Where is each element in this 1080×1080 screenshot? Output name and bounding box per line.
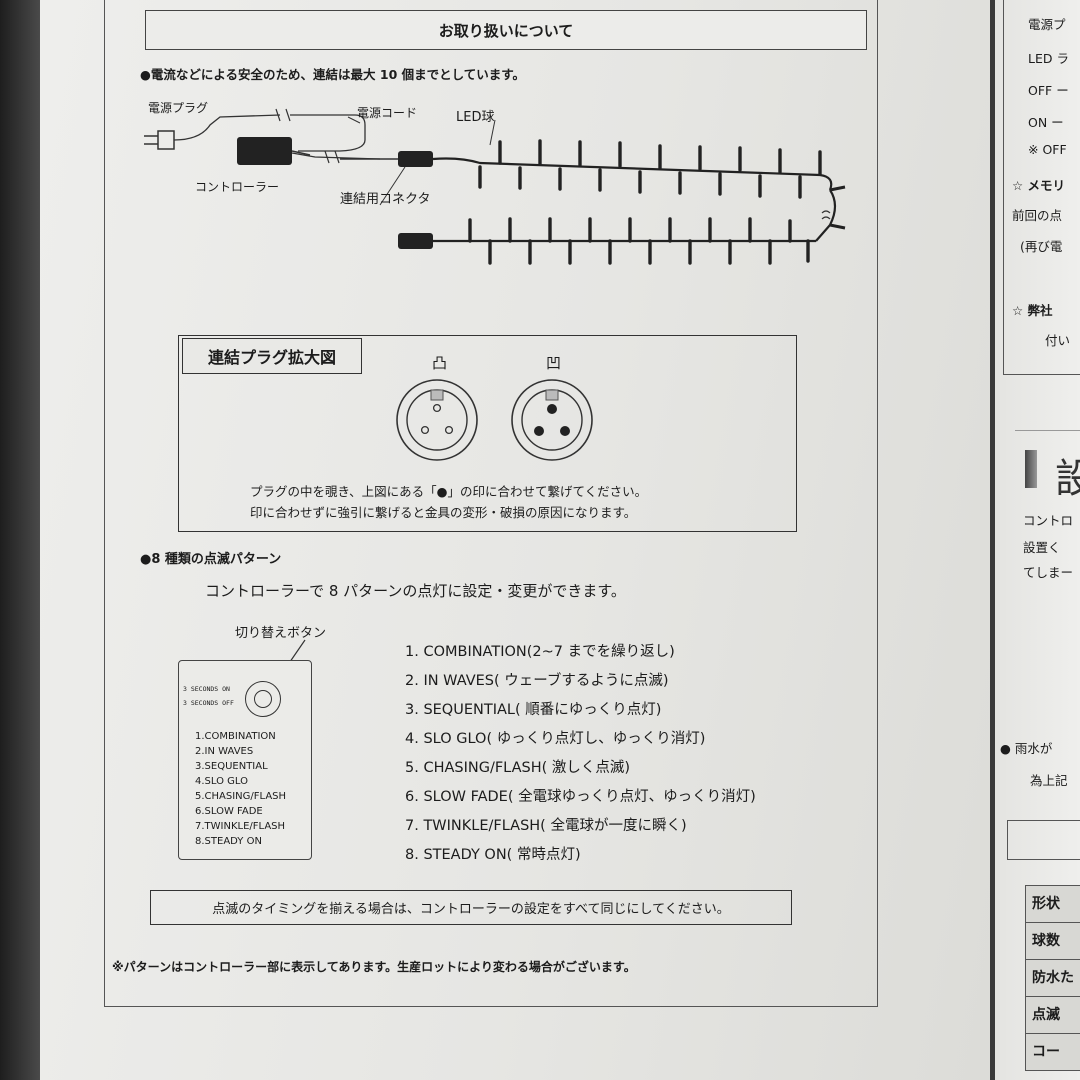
string-light-diagram <box>144 108 846 265</box>
three-seconds-off-label: 3 SECONDS OFF <box>183 699 234 707</box>
controller-mode-item: 1.COMBINATION <box>195 731 276 742</box>
spec-cell: 形状 <box>1025 885 1080 923</box>
adjacent-page-frame <box>1003 0 1080 375</box>
three-seconds-on-label: 3 SECONDS ON <box>183 685 230 693</box>
switch-button-inner-icon <box>254 690 272 708</box>
plug-connectors-diagram <box>396 379 593 461</box>
pattern-item: 8. STEADY ON( 常時点灯) <box>405 847 581 863</box>
controller-label: コントローラー <box>195 180 280 194</box>
power-plug-icon <box>157 130 175 150</box>
pattern-item: 6. SLOW FADE( 全電球ゆっくり点灯、ゆっくり消灯) <box>405 789 756 805</box>
switch-button-label: 切り替えボタン <box>235 626 327 641</box>
pattern-item: 4. SLO GLO( ゆっくり点灯し、ゆっくり消灯) <box>405 731 706 747</box>
adjacent-heading-bar <box>1025 450 1037 488</box>
controller-mode-item: 6.SLOW FADE <box>195 806 263 817</box>
binder-edge <box>0 0 40 1080</box>
page-border <box>104 0 878 1007</box>
connection-note: ●電流などによる安全のため、連結は最大 10 個までとしています。 <box>140 67 526 82</box>
female-symbol: 凹 <box>546 354 562 372</box>
adjacent-memo-line: (再び電 <box>1020 239 1063 254</box>
led-bulb-label: LED球 <box>456 110 495 125</box>
female-plug-icon <box>511 379 593 461</box>
adjacent-memo-line: 前回の点 <box>1012 208 1063 223</box>
controller-mode-item: 5.CHASING/FLASH <box>195 791 287 802</box>
controller-mode-list: 1.COMBINATION 2.IN WAVES 3.SEQUENTIAL 4.… <box>195 729 286 849</box>
controller-panel: 3 SECONDS ON 3 SECONDS OFF 1.COMBINATION… <box>178 660 312 860</box>
patterns-heading: ●8 種類の点滅パターン <box>140 552 282 567</box>
male-plug-icon <box>396 379 478 461</box>
adjacent-divider <box>1015 430 1080 431</box>
power-cord-label: 電源コード <box>357 106 418 120</box>
controller-mode-item: 3.SEQUENTIAL <box>195 761 268 772</box>
pattern-item: 7. TWINKLE/FLASH( 全電球が一度に瞬く) <box>405 818 687 834</box>
controller-mode-item: 7.TWINKLE/FLASH <box>195 821 286 832</box>
footnote: ※パターンはコントローラー部に表示してあります。生産ロットにより変わる場合がござ… <box>112 960 636 974</box>
adjacent-page: 電源プ LED ラ OFF ー ON ー ※ OFF ☆ メモリ 前回の点 (再… <box>995 0 1080 1080</box>
patterns-intro: コントローラーで 8 パターンの点灯に設定・変更ができます。 <box>205 582 626 600</box>
pattern-item: 2. IN WAVES( ウェーブするように点滅) <box>405 673 669 689</box>
pattern-item: 3. SEQUENTIAL( 順番にゆっくり点灯) <box>405 702 662 718</box>
adjacent-body: 設置く <box>1023 540 1061 555</box>
plug-zoom-box <box>178 335 797 532</box>
spec-cell: 球数 <box>1025 923 1080 960</box>
pattern-item: 1. COMBINATION(2~7 までを繰り返し) <box>405 644 675 660</box>
controller-mode-item: 4.SLO GLO <box>195 776 248 787</box>
controller-mode-item: 2.IN WAVES <box>195 746 254 757</box>
spec-cell: 点滅 <box>1025 997 1080 1034</box>
spec-cell: コー <box>1025 1034 1080 1071</box>
adjacent-rain-line: 為上記 <box>1030 773 1068 788</box>
timing-note: 点滅のタイミングを揃える場合は、コントローラーの設定をすべて同じにしてください。 <box>150 890 792 925</box>
pattern-item: 5. CHASING/FLASH( 激しく点滅) <box>405 760 631 776</box>
adjacent-line: ON ー <box>1028 115 1064 130</box>
connector-icon <box>398 151 433 167</box>
adjacent-company-line: 付い <box>1045 333 1071 348</box>
controller-mode-item: 8.STEADY ON <box>195 836 262 847</box>
adjacent-box <box>1007 820 1080 860</box>
adjacent-memo: ☆ メモリ <box>1012 178 1066 193</box>
pattern-list: 1. COMBINATION(2~7 までを繰り返し) 2. IN WAVES(… <box>405 638 756 870</box>
adjacent-line: ※ OFF <box>1028 142 1067 157</box>
controller-icon <box>237 137 292 165</box>
spec-cell: 防水た <box>1025 960 1080 997</box>
manual-page <box>40 0 990 1080</box>
adjacent-line: 電源プ <box>1028 17 1066 32</box>
male-symbol: 凸 <box>432 354 448 372</box>
adjacent-spec-table: 形状 球数 防水た 点滅 コー <box>1025 885 1080 1071</box>
adjacent-line: LED ラ <box>1028 51 1069 66</box>
adjacent-line: OFF ー <box>1028 83 1069 98</box>
page-title: お取り扱いについて <box>145 10 867 50</box>
adjacent-rain-note: ● 雨水が <box>1000 741 1053 756</box>
connector-label: 連結用コネクタ <box>340 192 431 207</box>
plug-note-line2: 印に合わせずに強引に繋げると金具の変形・破損の原因になります。 <box>250 505 637 520</box>
plug-note-line1: プラグの中を覗き、上図にある「●」の印に合わせて繋げてください。 <box>250 484 648 499</box>
adjacent-company: ☆ 弊社 <box>1012 303 1053 318</box>
power-plug-label: 電源プラグ <box>148 101 209 115</box>
adjacent-heading: 設 <box>1055 456 1080 502</box>
plug-zoom-title: 連結プラグ拡大図 <box>182 338 362 374</box>
mode-switch-button[interactable] <box>245 681 281 717</box>
adjacent-body: てしまー <box>1023 565 1074 580</box>
adjacent-body: コントロ <box>1023 513 1074 528</box>
